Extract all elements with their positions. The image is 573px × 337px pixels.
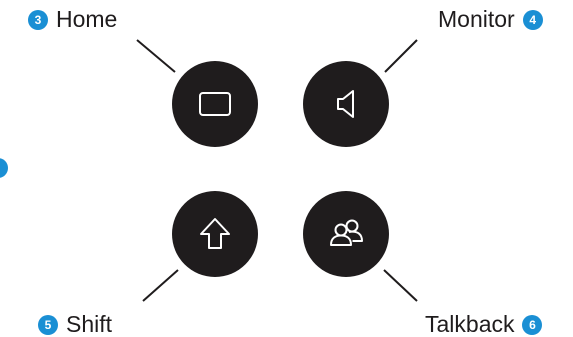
shift-arrow-icon <box>200 218 230 249</box>
shift-label: Shift <box>66 311 113 337</box>
monitor-callout: Monitor 4 <box>438 8 543 31</box>
talkback-label: Talkback <box>425 311 515 337</box>
home-label: Home <box>56 6 118 32</box>
shift-button[interactable] <box>172 191 258 277</box>
monitor-label: Monitor <box>438 6 515 32</box>
edge-badge <box>0 158 8 178</box>
shift-number-badge: 5 <box>38 314 58 335</box>
talkback-number-badge: 6 <box>522 314 543 335</box>
shift-leader-line <box>142 269 179 302</box>
home-leader-line <box>136 39 176 73</box>
talkback-leader-line <box>383 269 418 302</box>
monitor-button[interactable] <box>303 61 389 147</box>
monitor-leader-line <box>384 39 418 73</box>
home-number-badge: 3 <box>28 9 48 30</box>
home-button[interactable] <box>172 61 258 147</box>
shift-callout: 5 Shift <box>38 313 112 336</box>
talkback-button[interactable] <box>303 191 389 277</box>
monitor-number-badge: 4 <box>522 9 543 30</box>
people-icon <box>330 219 363 246</box>
rectangle-icon <box>199 92 231 116</box>
home-callout: 3 Home <box>28 8 117 31</box>
talkback-callout: Talkback 6 <box>425 311 543 337</box>
speaker-icon <box>337 90 354 118</box>
